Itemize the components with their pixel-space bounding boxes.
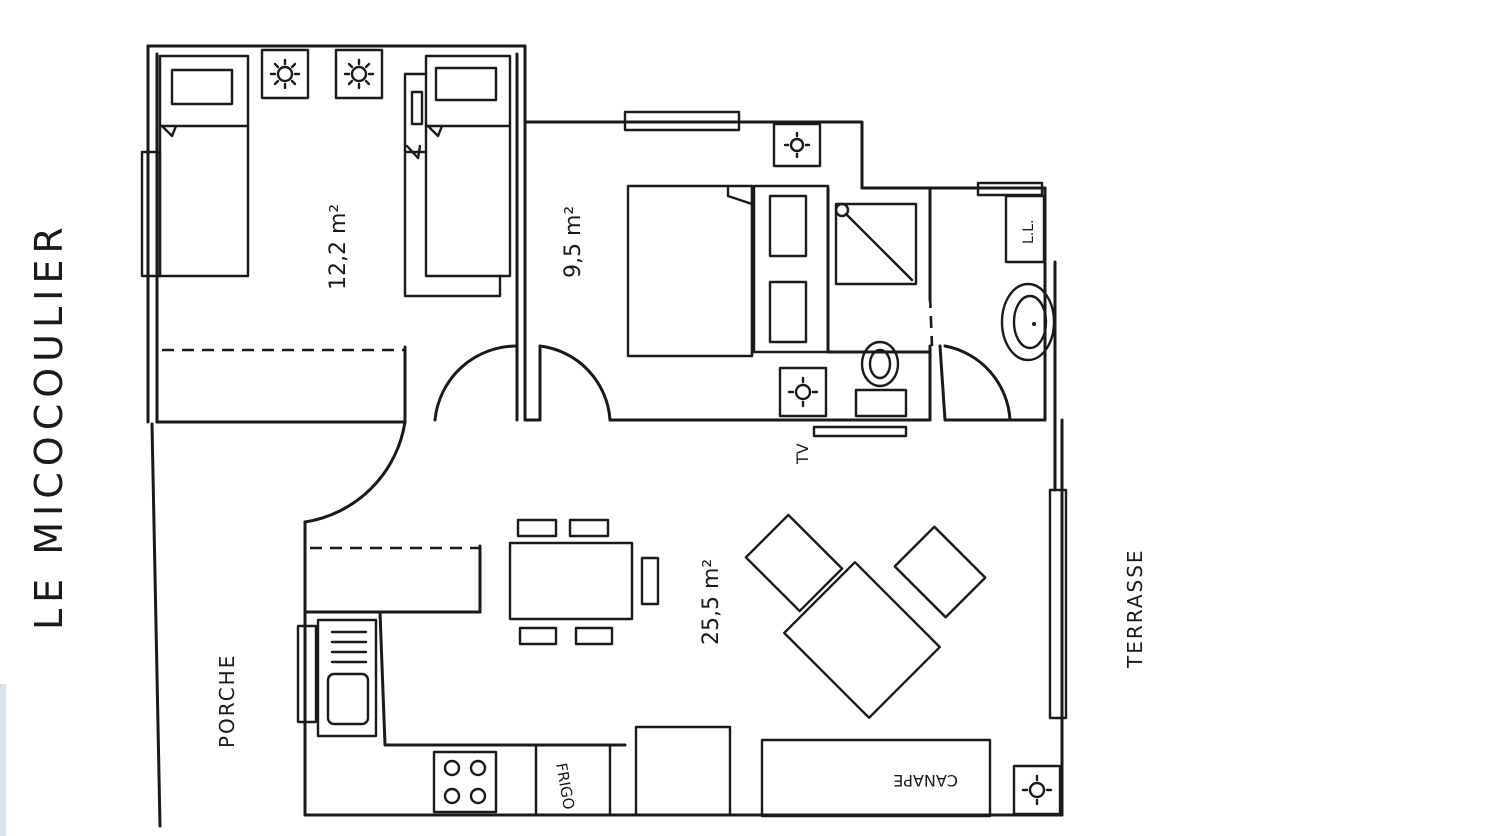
tv-label: TV xyxy=(793,443,812,465)
chair xyxy=(516,518,558,538)
fridge: FRIGO xyxy=(534,743,612,817)
chair xyxy=(574,626,614,646)
chair xyxy=(640,556,660,606)
fridge-label: FRIGO xyxy=(552,762,578,811)
bed-2 xyxy=(424,54,512,278)
dashed-lines xyxy=(162,295,934,550)
washing-machine: L.L. xyxy=(1004,194,1046,264)
pillow-1 xyxy=(170,68,234,106)
windows xyxy=(296,110,1068,724)
radiator-icon xyxy=(778,366,828,418)
armchair xyxy=(744,513,844,613)
hob-icon xyxy=(432,750,498,814)
living-area-label: 25,5 m² xyxy=(699,559,724,645)
shower-icon xyxy=(834,202,918,286)
plan-title: LE MICOCOULIER xyxy=(27,221,71,630)
sink-icon xyxy=(316,618,378,738)
pillow-2 xyxy=(434,66,498,102)
sofa xyxy=(760,738,992,818)
interior-walls xyxy=(155,186,1047,747)
living-room: TV CANAPE 25,5 m² xyxy=(508,425,1062,818)
chair xyxy=(518,626,558,646)
porch-label: PORCHE xyxy=(215,654,239,748)
coffee-table xyxy=(783,561,941,719)
kitchen: FRIGO xyxy=(316,618,612,817)
cabinet xyxy=(634,725,732,817)
chair xyxy=(568,518,610,538)
bathroom: L.L. xyxy=(834,194,1056,418)
sofa-label: CANAPE xyxy=(893,771,958,790)
dining-table xyxy=(508,541,634,621)
radiator-icon xyxy=(1012,764,1062,816)
toilet-icon xyxy=(854,340,908,418)
terrace-label: TERRASSE xyxy=(1123,548,1147,669)
radiator-icon xyxy=(334,48,384,100)
bedroom-left: 12,2 m² xyxy=(140,48,512,298)
scan-edge xyxy=(0,684,6,836)
radiator-icon xyxy=(772,122,822,168)
double-bed xyxy=(626,184,754,358)
bedroom-right-area-label: 9,5 m² xyxy=(561,206,586,278)
washing-machine-label: L.L. xyxy=(1021,220,1037,245)
tv-unit xyxy=(812,425,908,438)
radiator-icon xyxy=(260,48,310,100)
bedroom-right: 9,5 m² xyxy=(561,122,830,418)
bedroom-left-area-label: 12,2 m² xyxy=(326,204,351,290)
armchair xyxy=(893,525,987,619)
washbasin-icon xyxy=(1000,282,1056,362)
outer-walls xyxy=(146,44,1064,828)
door-swings xyxy=(303,344,1012,524)
